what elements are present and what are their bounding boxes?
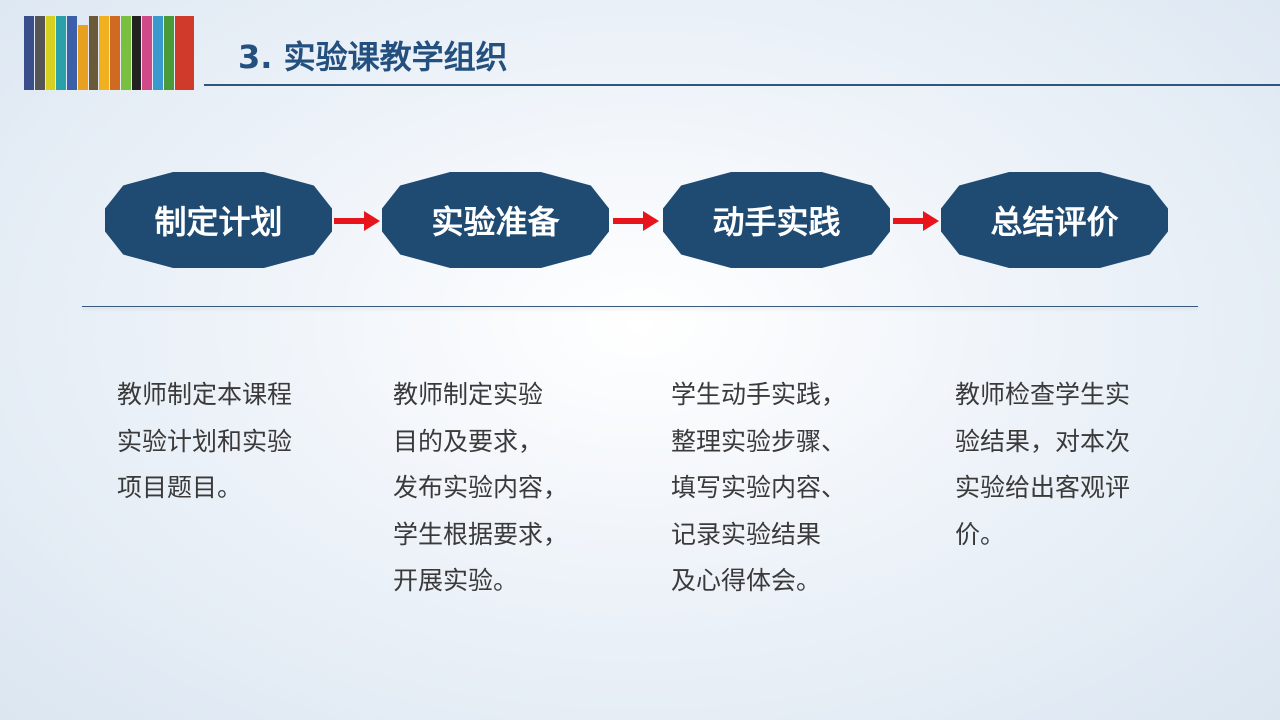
step-practice: 动手实践 <box>663 172 890 268</box>
arrow-icon <box>613 211 659 231</box>
title-divider <box>204 84 1280 86</box>
step-plan-description: 教师制定本课程 实验计划和实验 项目题目。 <box>117 380 293 502</box>
step-evaluate: 总结评价 <box>941 172 1168 268</box>
section-divider <box>82 306 1198 307</box>
step-practice-description: 学生动手实践， 整理实验步骤、 填写实验内容、 记录实验结果 及心得体会。 <box>671 380 847 595</box>
step-plan: 制定计划 <box>105 172 332 268</box>
step-prepare-description: 教师制定实验 目的及要求， 发布实验内容， 学生根据要求， 开展实验。 <box>393 380 569 595</box>
arrow-icon <box>334 211 380 231</box>
page-title: 3. 实验课教学组织 <box>238 38 508 76</box>
books-logo <box>24 16 194 90</box>
arrow-icon <box>893 211 939 231</box>
step-evaluate-description: 教师检查学生实 验结果，对本次 实验给出客观评 价。 <box>955 380 1131 549</box>
step-prepare: 实验准备 <box>382 172 609 268</box>
